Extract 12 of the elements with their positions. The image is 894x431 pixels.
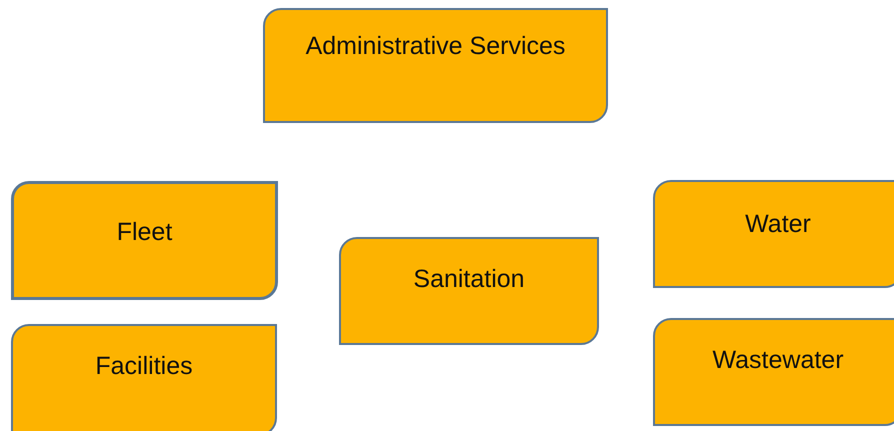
process-box: [339, 237, 599, 345]
process-box: [263, 8, 608, 123]
process-box: [653, 180, 894, 288]
box-label: Fleet: [116, 217, 172, 248]
box-label: Sanitation: [413, 264, 525, 295]
box-label: Wastewater: [712, 345, 844, 376]
box-label: Administrative Services: [306, 31, 566, 62]
process-box: [653, 318, 894, 426]
process-box: [11, 324, 277, 431]
box-label: Water: [745, 209, 811, 240]
process-box: [11, 181, 278, 300]
box-label: Facilities: [95, 351, 193, 382]
